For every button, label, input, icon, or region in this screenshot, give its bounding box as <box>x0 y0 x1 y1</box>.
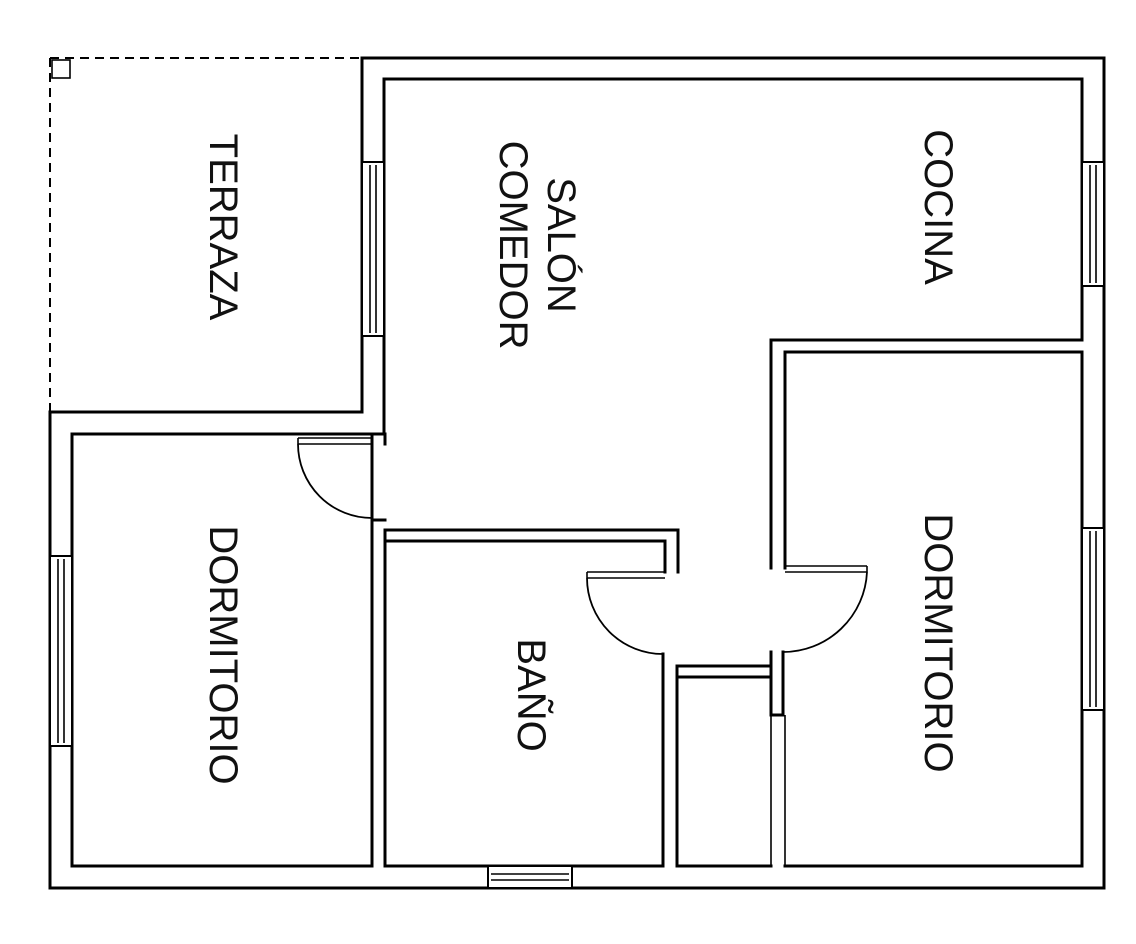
room-label-dormitorio-left: DORMITORIO <box>201 525 245 784</box>
windows <box>49 161 1105 889</box>
window-bedroom-left <box>49 555 73 747</box>
window-bathroom <box>487 865 573 889</box>
terrace-column <box>51 59 71 79</box>
door-bedroom-right <box>782 565 868 653</box>
room-label-salon: SALÓN <box>539 177 584 313</box>
door-bedroom-left <box>297 437 373 519</box>
room-label-bano: BAÑO <box>509 638 554 751</box>
room-label-terraza: TERRAZA <box>201 134 245 321</box>
room-label-dormitorio-right: DORMITORIO <box>916 513 960 772</box>
window-terrace <box>361 161 385 337</box>
window-bedroom-right <box>1081 527 1105 711</box>
interior-walls <box>370 338 1084 868</box>
room-label-comedor: COMEDOR <box>491 141 535 350</box>
door-bathroom <box>586 571 665 655</box>
terrace-outline <box>49 57 362 412</box>
doors <box>297 437 868 655</box>
room-labels: TERRAZA SALÓN COMEDOR COCINA DORMITORIO … <box>201 129 960 784</box>
window-kitchen <box>1081 161 1105 287</box>
room-label-cocina: COCINA <box>916 129 960 285</box>
